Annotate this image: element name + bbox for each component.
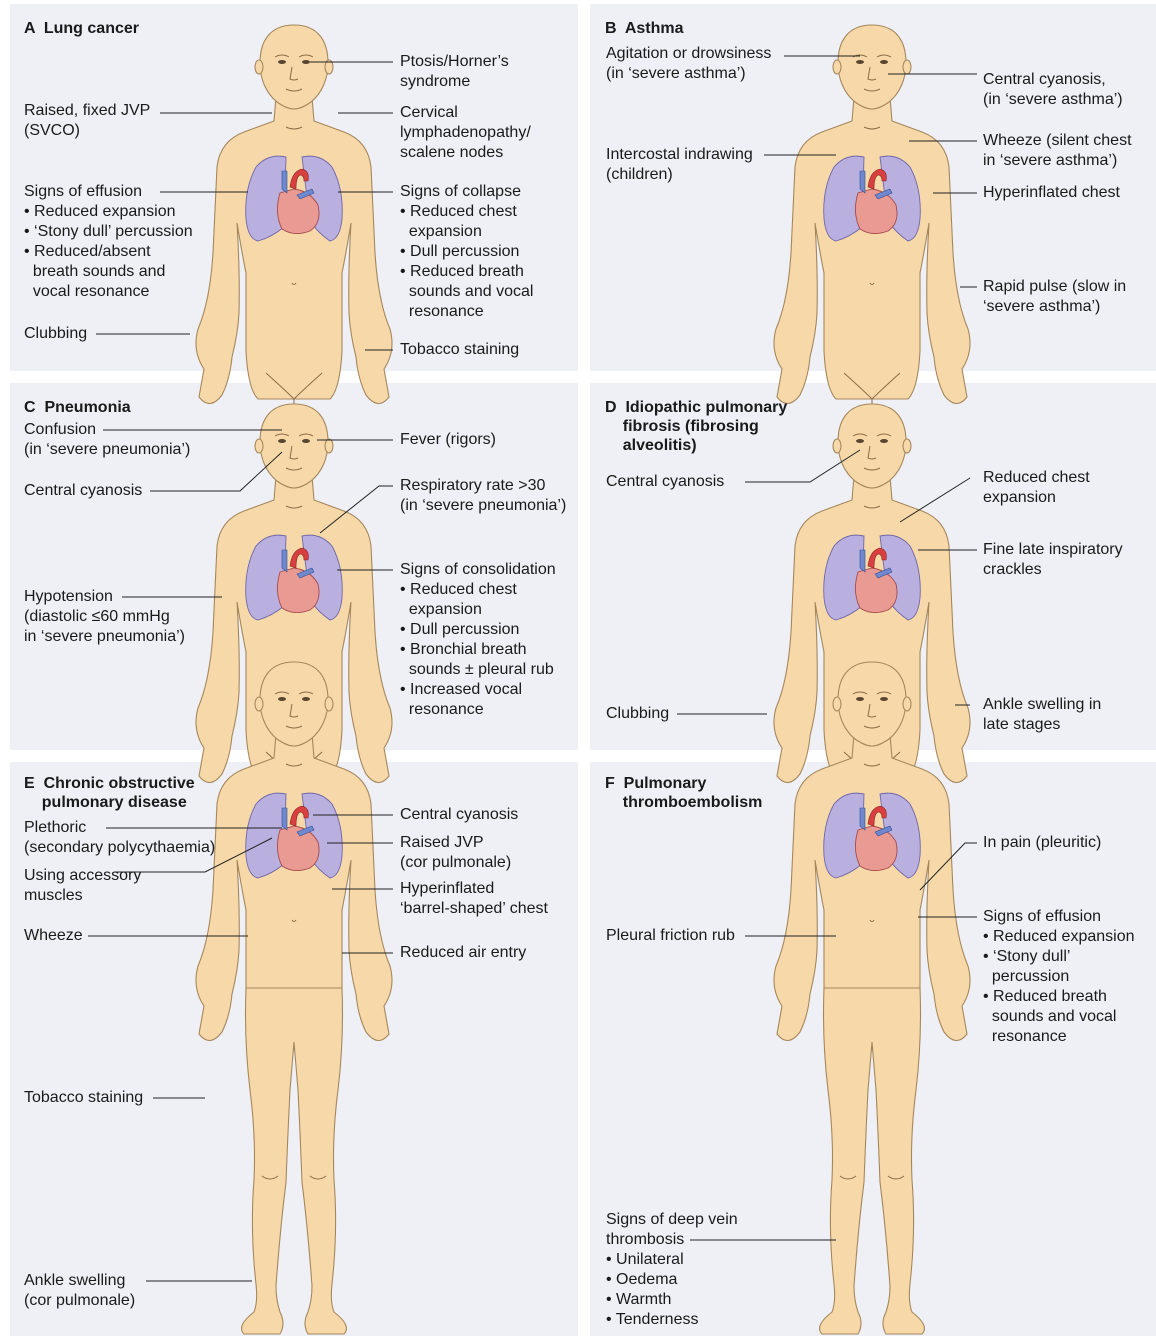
label-confusion: Confusion (in ‘severe pneumonia’) xyxy=(24,420,190,460)
panel-f-title: F Pulmonary thromboembolism xyxy=(605,774,762,812)
label-fever: Fever (rigors) xyxy=(400,430,496,450)
label-fine-late-crackles: Fine late inspiratory crackles xyxy=(983,540,1123,580)
label-hyperinflated-chest: Hyperinflated chest xyxy=(983,183,1120,203)
label-cervical-lymphadenopathy: Cervical lymphadenopathy/ scalene nodes xyxy=(400,103,531,163)
label-central-cyanosis: Central cyanosis xyxy=(24,481,142,501)
label-raised-fixed-jvp: Raised, fixed JVP (SVCO) xyxy=(24,101,150,141)
label-agitation-drowsiness: Agitation or drowsiness (in ‘severe asth… xyxy=(606,44,771,84)
label-in-pain: In pain (pleuritic) xyxy=(983,833,1101,853)
label-plethoric: Plethoric (secondary polycythaemia) xyxy=(24,818,215,858)
label-reduced-air-entry: Reduced air entry xyxy=(400,943,526,963)
label-accessory-muscles: Using accessory muscles xyxy=(24,866,141,906)
label-signs-of-collapse: Signs of collapse • Reduced chest expans… xyxy=(400,182,533,322)
label-rapid-pulse: Rapid pulse (slow in ‘severe asthma’) xyxy=(983,277,1126,317)
label-central-cyanosis: Central cyanosis, (in ‘severe asthma’) xyxy=(983,70,1123,110)
label-ankle-swelling: Ankle swelling in late stages xyxy=(983,695,1101,735)
label-clubbing: Clubbing xyxy=(24,324,87,344)
label-tobacco-staining: Tobacco staining xyxy=(400,340,519,360)
label-central-cyanosis: Central cyanosis xyxy=(606,472,724,492)
panel-d-title: D Idiopathic pulmonary fibrosis (fibrosi… xyxy=(605,398,787,455)
label-wheeze: Wheeze xyxy=(24,926,83,946)
label-clubbing: Clubbing xyxy=(606,704,669,724)
panel-c-title: C Pneumonia xyxy=(24,398,131,417)
label-reduced-chest-expansion: Reduced chest expansion xyxy=(983,468,1090,508)
label-raised-jvp: Raised JVP (cor pulmonale) xyxy=(400,833,511,873)
label-hyperinflated-chest: Hyperinflated ‘barrel-shaped’ chest xyxy=(400,879,548,919)
label-dvt-signs: Signs of deep vein thrombosis • Unilater… xyxy=(606,1210,738,1330)
label-ptosis-horners: Ptosis/Horner’s syndrome xyxy=(400,52,509,92)
panel-a-title: A Lung cancer xyxy=(24,19,139,38)
label-hypotension: Hypotension (diastolic ≤60 mmHg in ‘seve… xyxy=(24,587,185,647)
label-respiratory-rate: Respiratory rate >30 (in ‘severe pneumon… xyxy=(400,476,566,516)
label-intercostal-indrawing: Intercostal indrawing (children) xyxy=(606,145,753,185)
label-central-cyanosis: Central cyanosis xyxy=(400,805,518,825)
label-signs-of-effusion: Signs of effusion • Reduced expansion • … xyxy=(983,907,1134,1047)
label-signs-of-consolidation: Signs of consolidation • Reduced chest e… xyxy=(400,560,556,720)
panel-b-title: B Asthma xyxy=(605,19,684,38)
label-ankle-swelling: Ankle swelling (cor pulmonale) xyxy=(24,1271,135,1311)
label-signs-of-effusion: Signs of effusion • Reduced expansion • … xyxy=(24,182,193,302)
label-pleural-friction-rub: Pleural friction rub xyxy=(606,926,735,946)
label-tobacco-staining: Tobacco staining xyxy=(24,1088,143,1108)
panel-e-title: E Chronic obstructive pulmonary disease xyxy=(24,774,195,812)
label-wheeze: Wheeze (silent chest in ‘severe asthma’) xyxy=(983,131,1132,171)
